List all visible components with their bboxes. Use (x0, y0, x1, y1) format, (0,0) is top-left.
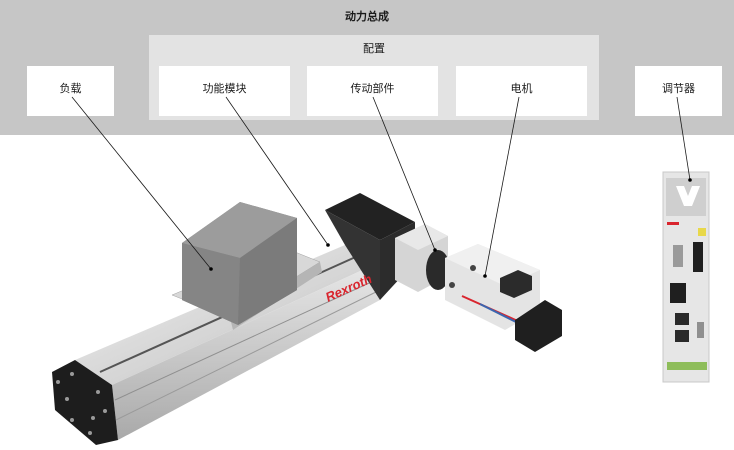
transmission-label: 传动部件 (350, 82, 395, 95)
motor-label: 电机 (510, 82, 533, 95)
motor-leader-line (484, 96, 520, 277)
transmission-leader-line (372, 96, 436, 251)
load-label: 负载 (59, 82, 82, 95)
function-module-leader-line (225, 96, 329, 246)
drive-controller (662, 171, 710, 383)
powertrain-title: 动力总成 (345, 10, 389, 23)
leader-dots (209, 178, 692, 278)
function-module-box: 功能模块 (159, 66, 290, 116)
motor-box: 电机 (456, 66, 587, 116)
load-leader-line (71, 96, 212, 270)
gearbox (395, 224, 450, 292)
function-module-label: 功能模块 (202, 82, 247, 95)
controller-label: 调节器 (662, 82, 695, 95)
leader-lines (71, 96, 691, 277)
load-block (182, 202, 297, 325)
servo-motor (445, 244, 562, 352)
controller-leader-line (676, 96, 691, 181)
transmission-box: 传动部件 (307, 66, 438, 116)
load-box: 负载 (27, 66, 114, 116)
end-cap-bolts (56, 372, 107, 435)
configuration-title: 配置 (363, 42, 385, 55)
